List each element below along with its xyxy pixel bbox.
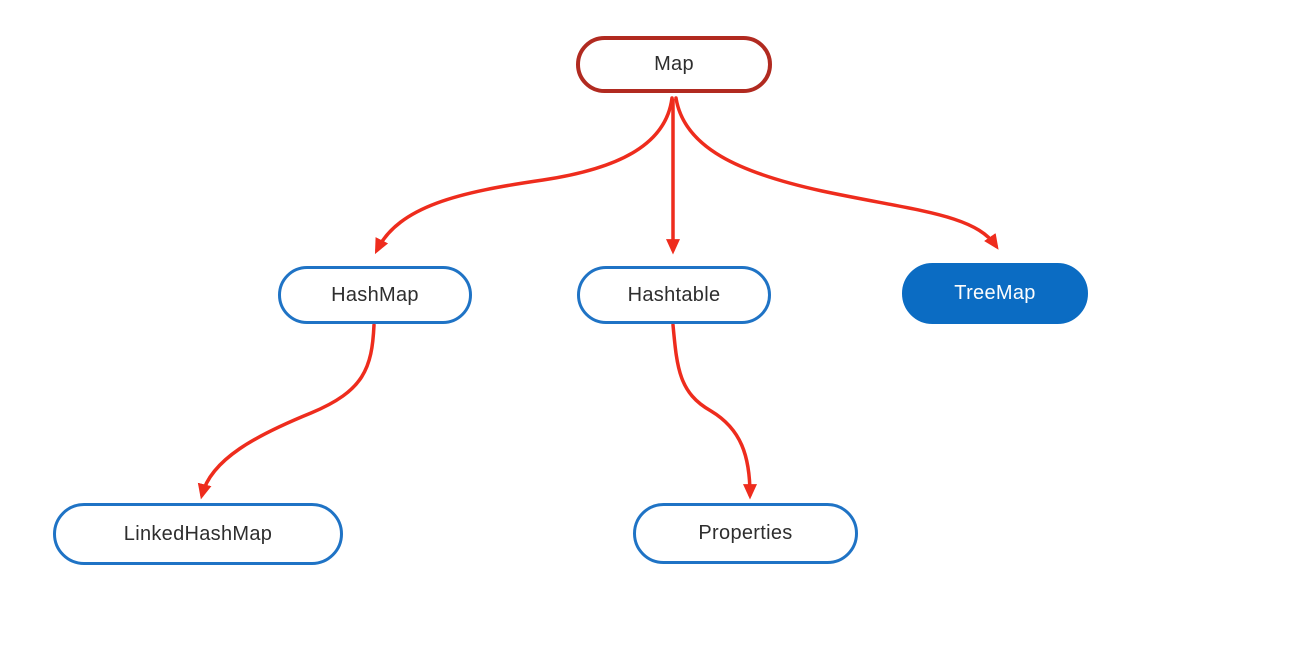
node-treemap: TreeMap — [902, 263, 1088, 324]
node-hashtable: Hashtable — [577, 266, 771, 324]
node-linkedhashmap: LinkedHashMap — [53, 503, 343, 565]
node-map: Map — [576, 36, 772, 93]
edge-hashmap-to-linkedhashmap — [197, 323, 376, 500]
node-hashmap: HashMap — [278, 266, 472, 324]
edge-map-to-treemap — [674, 96, 999, 250]
node-properties: Properties — [633, 503, 858, 564]
edge-hashtable-to-properties — [671, 323, 757, 500]
edge-map-to-hashmap — [374, 96, 674, 255]
